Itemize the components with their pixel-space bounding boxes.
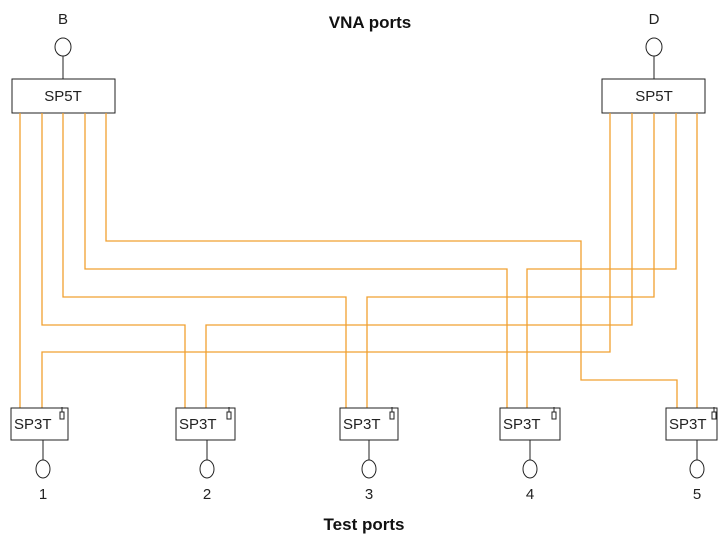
port-connector-icon	[361, 459, 377, 479]
termination-resistor-icon	[551, 407, 557, 420]
wire-d-to-port-4	[526, 113, 677, 408]
port-connector-icon	[35, 459, 51, 479]
switch-label: SP5T	[635, 88, 673, 105]
connection-wires	[19, 113, 698, 408]
vna-port-label: B	[58, 11, 68, 28]
termination-resistor-icon	[59, 407, 65, 420]
test-port-2: SP3T 2	[175, 407, 236, 503]
test-port-label: 3	[365, 486, 373, 503]
switch-label: SP3T	[503, 416, 541, 433]
vna-ports-title: VNA ports	[329, 13, 412, 32]
test-port-1: SP3T 1	[10, 407, 69, 503]
vna-port-label: D	[649, 11, 660, 28]
port-connector-icon	[689, 459, 705, 479]
wire-b-to-port-5	[105, 113, 678, 408]
sp3t-switch-3	[339, 407, 399, 441]
port-connector-icon	[199, 459, 215, 479]
termination-resistor-icon	[389, 407, 395, 420]
switch-label: SP5T	[44, 88, 82, 105]
sp5t-switch-d	[601, 78, 706, 114]
wire-d-to-port-1	[41, 113, 611, 408]
vna-port-d: D SP5T	[601, 11, 706, 114]
test-port-4: SP3T 4	[499, 407, 561, 503]
test-port-5: SP3T 5	[665, 407, 718, 503]
port-connector-icon	[522, 459, 538, 479]
switch-label: SP3T	[179, 416, 217, 433]
test-ports-title: Test ports	[324, 515, 405, 534]
sp3t-switch-4	[499, 407, 561, 441]
wire-b-to-port-2	[41, 113, 186, 408]
test-port-label: 2	[203, 486, 211, 503]
vna-port-b: B SP5T	[11, 11, 116, 114]
test-port-label: 1	[39, 486, 47, 503]
port-connector-icon	[645, 37, 663, 57]
switch-label: SP3T	[343, 416, 381, 433]
switch-label: SP3T	[14, 416, 52, 433]
wire-d-to-port-2	[205, 113, 633, 408]
termination-resistor-icon	[711, 407, 717, 420]
wire-b-to-port-4	[84, 113, 508, 408]
test-port-3: SP3T 3	[339, 407, 399, 503]
test-port-label: 5	[693, 486, 701, 503]
port-connector-icon	[54, 37, 72, 57]
termination-resistor-icon	[226, 407, 232, 420]
sp3t-switch-5	[665, 407, 718, 441]
test-port-label: 4	[526, 486, 534, 503]
switch-label: SP3T	[669, 416, 707, 433]
sp3t-switch-1	[10, 407, 69, 441]
sp3t-switch-2	[175, 407, 236, 441]
wire-d-to-port-3	[366, 113, 655, 408]
